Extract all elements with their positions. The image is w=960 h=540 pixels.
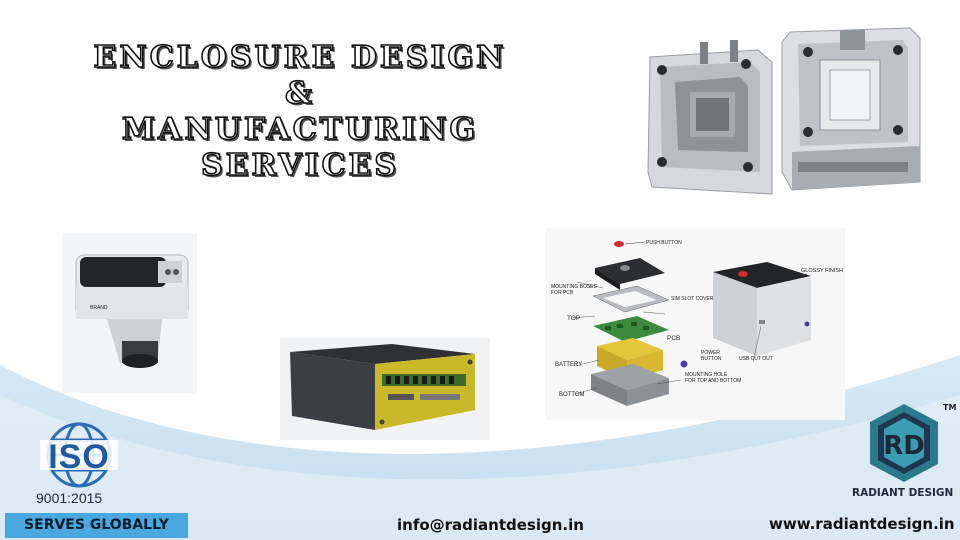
label-pcb: PCB — [667, 335, 680, 342]
label-mounting-hole: MOUNTING HOLE — [685, 372, 728, 378]
label-button: BUTTON — [701, 356, 722, 362]
title-line-2: & — [284, 75, 316, 112]
title-line-1: ENCLOSURE DESIGN — [93, 39, 507, 76]
trademark-mark: TM — [943, 403, 957, 412]
label-for-top-bottom: FOR TOP AND BOTTOM — [685, 378, 741, 384]
title-line-4: SERVICES — [200, 147, 400, 184]
enclosure-exploded-diagram: PUSH BUTTON MOUNTING BOSES FOR PCB SIM S… — [545, 228, 845, 420]
website-link[interactable]: www.radiantdesign.in — [769, 515, 955, 533]
handheld-device-image: BRAND — [62, 233, 197, 393]
injection-mold-image — [647, 27, 921, 195]
email-link[interactable]: info@radiantdesign.in — [397, 516, 584, 534]
brand-name: RADIANT DESIGN — [852, 487, 954, 499]
label-glossy: GLOSSY FINISH — [801, 268, 843, 274]
control-box-image — [280, 338, 490, 440]
page-title: ENCLOSURE DESIGN & MANUFACTURING SERVICE… — [60, 39, 540, 184]
iso-mark: ISO — [48, 438, 110, 476]
label-battery: BATTERY — [555, 362, 582, 368]
label-sim-slot: SIM SLOT COVER — [671, 296, 714, 302]
svg-text:BRAND: BRAND — [90, 305, 108, 311]
label-mounting-bosses: MOUNTING BOSES — [551, 284, 598, 290]
iso-globe-icon: ISO — [40, 422, 118, 488]
radiant-design-logo-icon: RD — [870, 404, 938, 482]
label-bottom: BOTTOM — [559, 392, 585, 398]
iso-standard: 9001:2015 — [36, 490, 103, 506]
label-top: TOP — [567, 315, 580, 322]
label-push-button: PUSH BUTTON — [646, 240, 682, 246]
label-power: POWER — [701, 350, 720, 356]
label-usb: USB CUT OUT — [739, 356, 773, 362]
title-line-3: MANUFACTURING — [121, 111, 479, 148]
svg-text:RD: RD — [883, 431, 925, 461]
label-for-pcb: FOR PCB — [551, 290, 574, 296]
serves-globally-badge: SERVES GLOBALLY — [5, 513, 188, 538]
